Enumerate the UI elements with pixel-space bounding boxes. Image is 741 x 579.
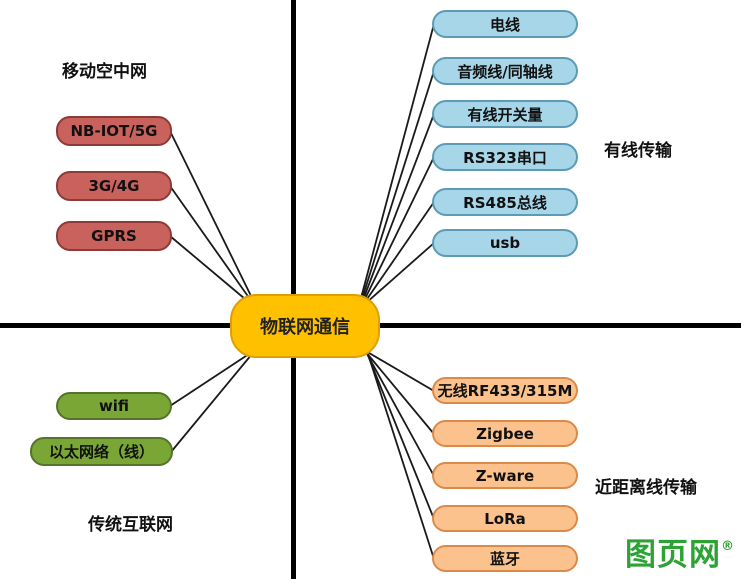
center-node-iot-communication: 物联网通信 (230, 294, 380, 358)
node-wireless-rf433-315m: 无线RF433/315M (432, 377, 578, 404)
registered-trademark-icon: ® (721, 539, 735, 554)
watermark-tuyewang: 图页网® (625, 540, 735, 571)
connectors-bottom-left (169, 351, 253, 453)
node-audio-coaxial-cable: 音频线/同轴线 (432, 57, 578, 85)
connectors-bottom-right (363, 349, 435, 560)
connectors-top-right (360, 23, 435, 304)
node-lora: LoRa (432, 505, 578, 532)
node-wifi: wifi (56, 392, 172, 420)
node-rs485-bus: RS485总线 (432, 188, 578, 216)
node-gprs: GPRS (56, 221, 172, 251)
quadrant-title-wired-transmission: 有线传输 (604, 141, 672, 161)
node-usb: usb (432, 229, 578, 257)
quadrant-title-short-range-wireless: 近距离线传输 (595, 478, 697, 498)
node-nbiot-5g: NB-IOT/5G (56, 116, 172, 146)
watermark-text: 图页网 (625, 537, 721, 573)
node-ethernet-wired: 以太网络（线） (30, 437, 173, 466)
node-rs323-serial-port: RS323串口 (432, 143, 578, 171)
connectors-top-left (169, 130, 254, 305)
node-z-ware: Z-ware (432, 462, 578, 489)
node-3g-4g: 3G/4G (56, 171, 172, 201)
quadrant-title-mobile-air-network: 移动空中网 (62, 62, 147, 82)
node-bluetooth: 蓝牙 (432, 545, 578, 572)
node-zigbee: Zigbee (432, 420, 578, 447)
node-electric-wire: 电线 (432, 10, 578, 38)
node-wired-switch-signal: 有线开关量 (432, 100, 578, 128)
quadrant-title-traditional-internet: 传统互联网 (88, 515, 173, 535)
